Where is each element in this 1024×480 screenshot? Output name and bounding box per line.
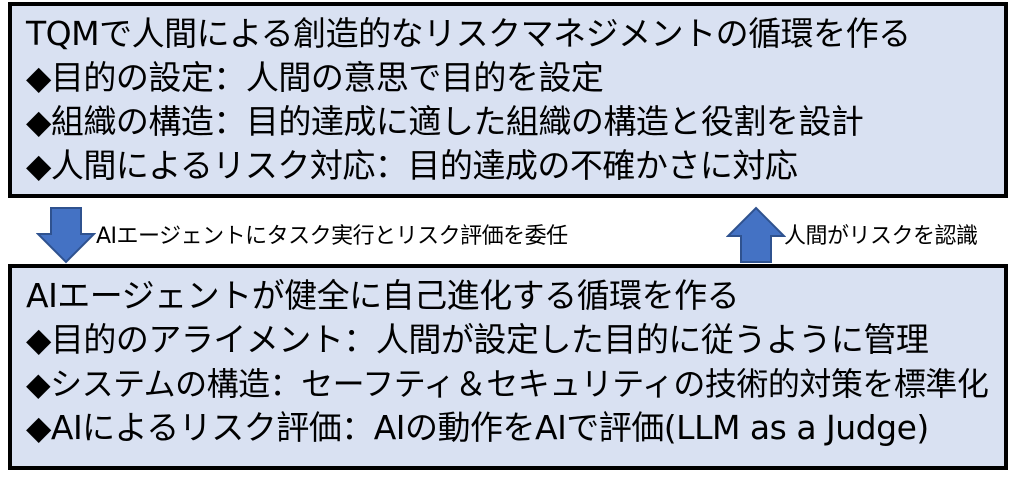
- top-box-item-organization: ◆組織の構造：目的達成に適した組織の構造と役割を設計: [26, 102, 864, 141]
- top-box-item-human-risk-response: ◆人間によるリスク対応：目的達成の不確かさに対応: [26, 146, 798, 185]
- bottom-box-title: AIエージェントが健全に自己進化する循環を作る: [26, 276, 740, 315]
- bottom-box-item-ai-risk-evaluation: ◆AIによるリスク評価：AIの動作をAIで評価(LLM as a Judge): [26, 408, 929, 447]
- up-arrow-icon: [726, 206, 786, 263]
- down-arrow-label: AIエージェントにタスク実行とリスク評価を委任: [96, 224, 568, 249]
- top-box-title: TQMで人間による創造的なリスクマネジメントの循環を作る: [26, 14, 911, 53]
- up-arrow-label: 人間がリスクを認識: [784, 224, 978, 249]
- bottom-box-item-alignment: ◆目的のアライメント：人間が設定した目的に従うように管理: [26, 320, 929, 359]
- bottom-cycle-box: AIエージェントが健全に自己進化する循環を作る ◆目的のアライメント：人間が設定…: [8, 264, 1008, 470]
- top-box-item-purpose: ◆目的の設定：人間の意思で目的を設定: [26, 58, 604, 97]
- top-cycle-box: TQMで人間による創造的なリスクマネジメントの循環を作る ◆目的の設定：人間の意…: [8, 2, 1008, 198]
- down-arrow-icon: [36, 207, 96, 264]
- bottom-box-item-system-structure: ◆システムの構造：セーフティ＆セキュリティの技術的対策を標準化: [26, 365, 989, 403]
